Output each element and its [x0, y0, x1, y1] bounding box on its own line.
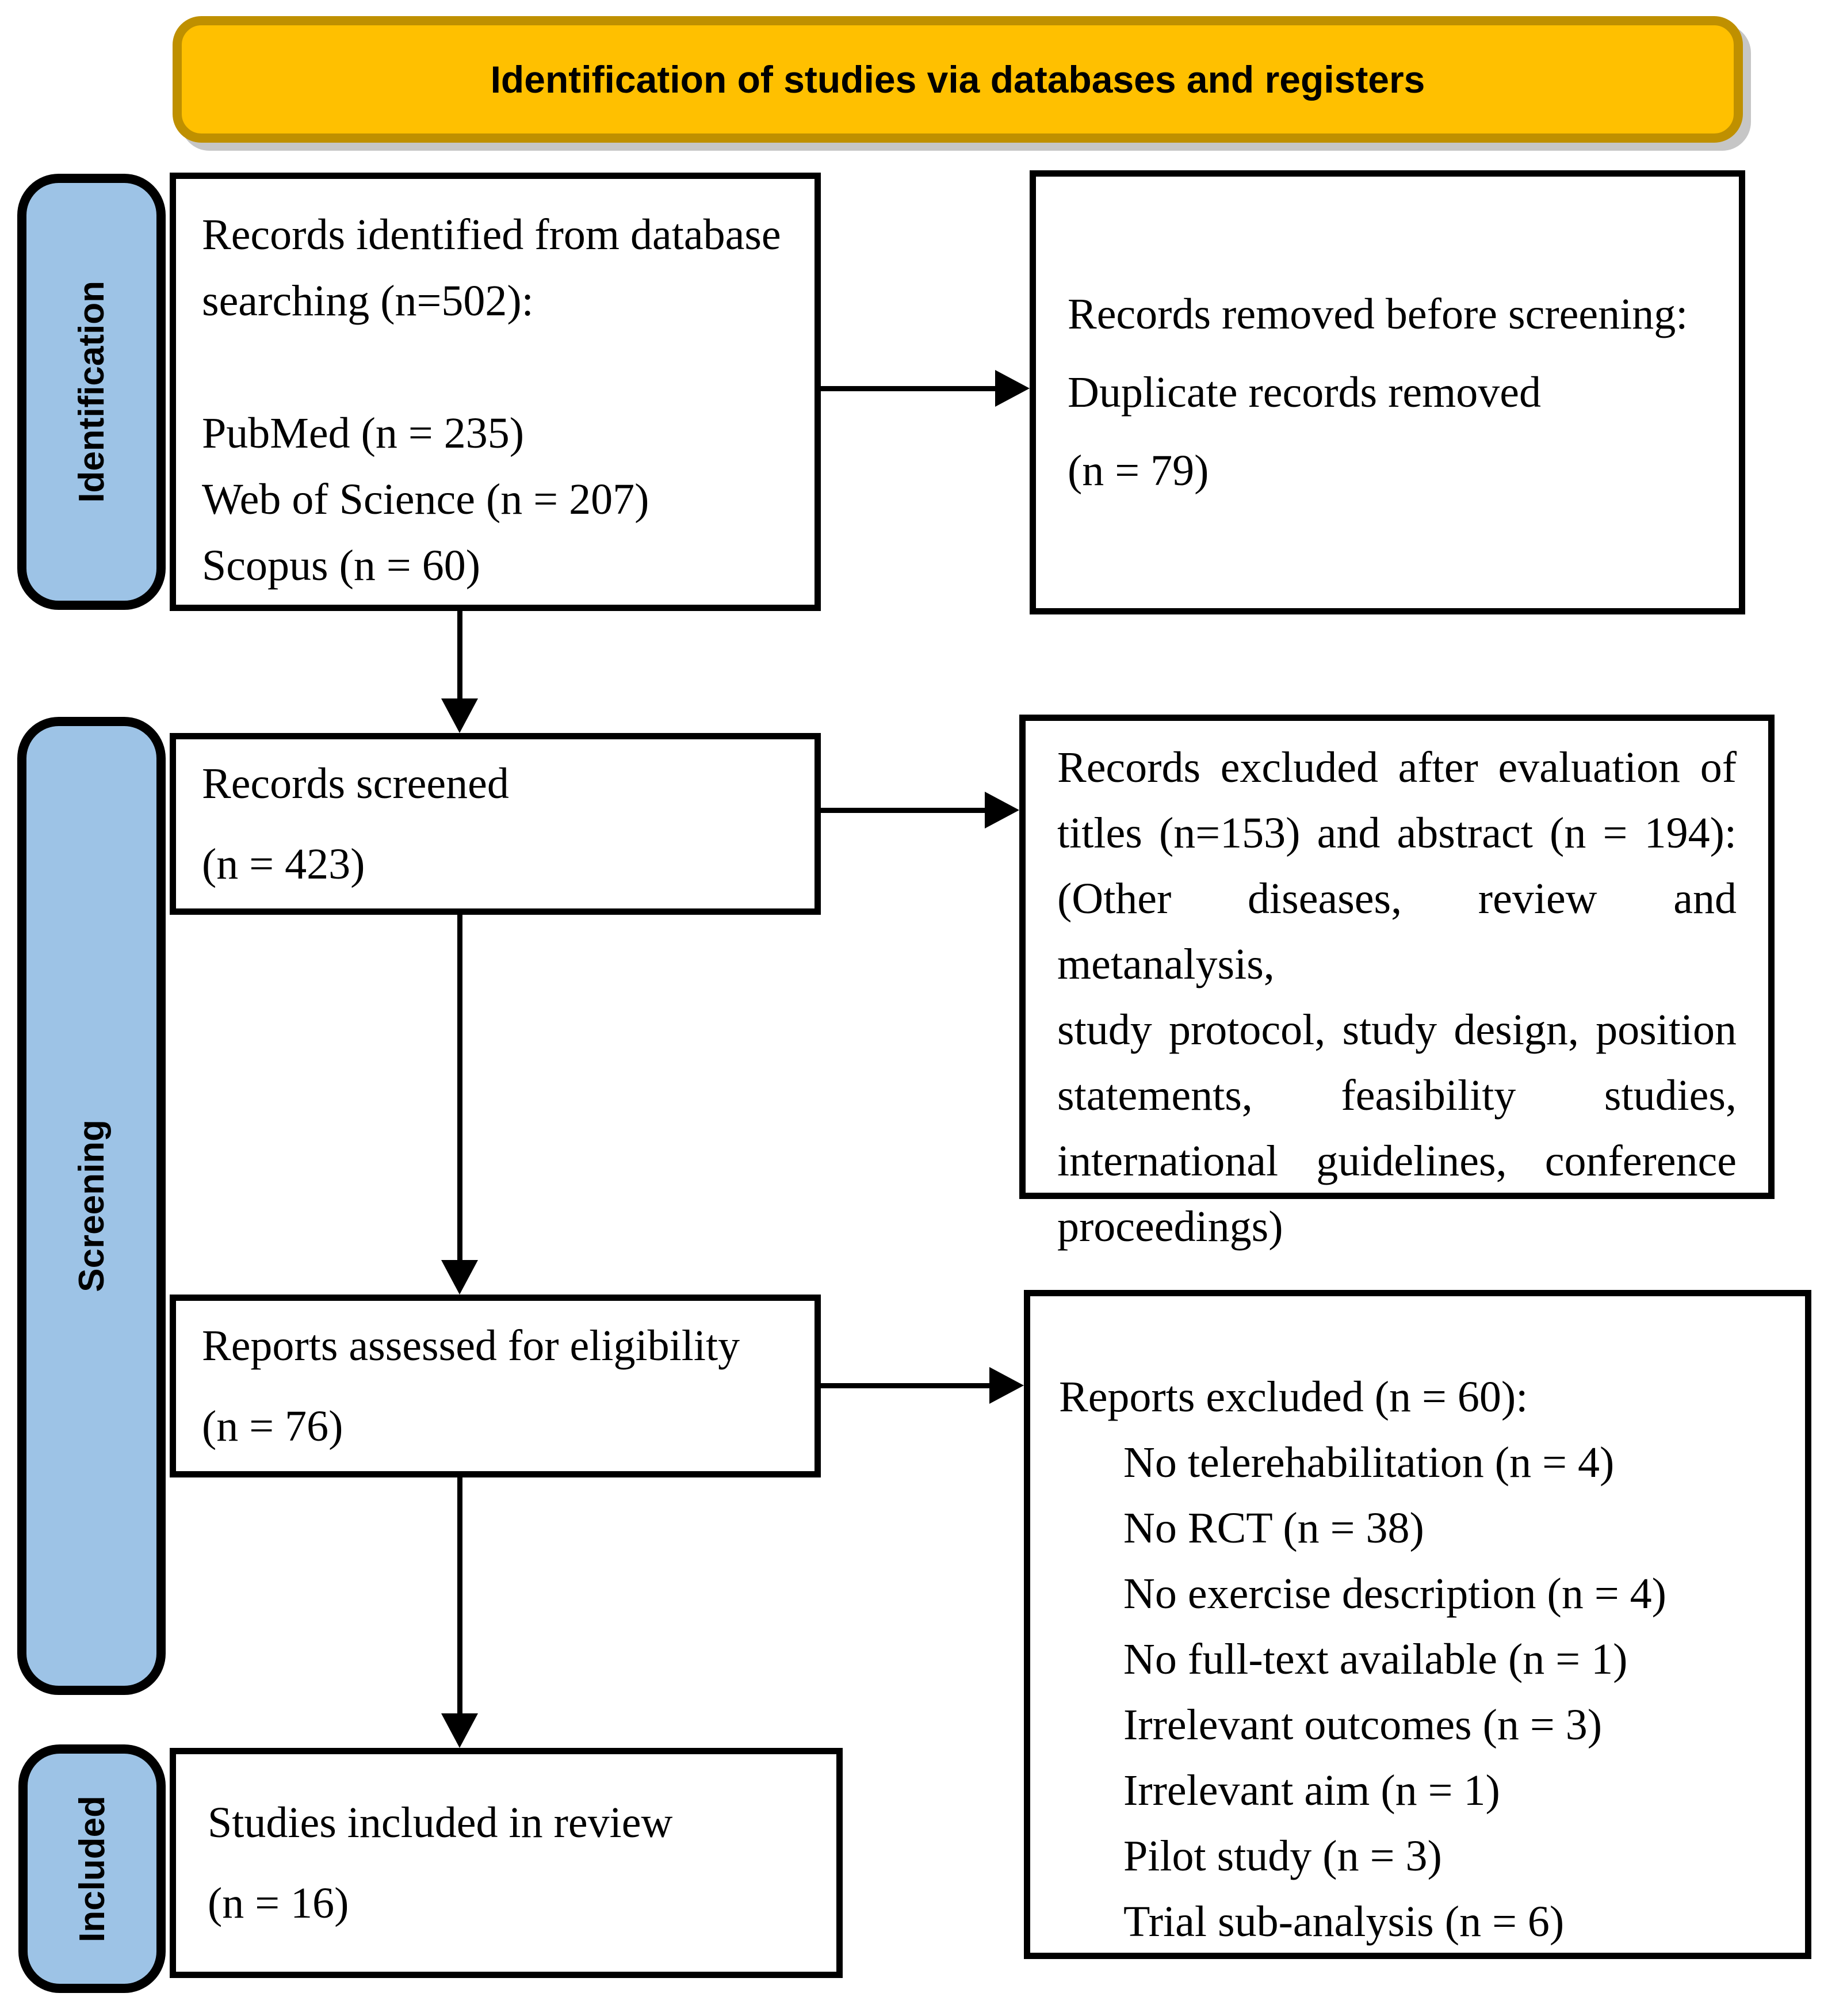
exclusion-reason-item: No exercise description (n = 4)	[1123, 1570, 1666, 1618]
box-line: Duplicate records removed	[1068, 368, 1541, 417]
box-records-excluded-after-evaluation: Records excluded after evaluation of tit…	[1019, 715, 1775, 1251]
arrowhead-right-icon	[995, 370, 1030, 407]
box-line: (n = 76)	[202, 1402, 343, 1450]
box-line: Web of Science (n = 207)	[202, 475, 649, 524]
box-line: Scopus (n = 60)	[202, 541, 481, 590]
exclusion-reason-item: Pilot study (n = 3)	[1123, 1832, 1442, 1880]
box-reports-assessed-for-eligibility: Reports assessed for eligibility (n = 76…	[170, 1295, 821, 1477]
box-line: PubMed (n = 235)	[202, 409, 525, 457]
box-line: Reports assessed for eligibility	[202, 1322, 740, 1370]
exclusion-reason-item: Irrelevant outcomes (n = 3)	[1123, 1701, 1603, 1749]
box-line: searching (n=502):	[202, 277, 534, 325]
sidebar-stage-label: Identification	[71, 281, 112, 503]
box-line: study protocol, study design, position	[1057, 1006, 1737, 1054]
exclusion-reason-item: No full-text available (n = 1)	[1123, 1635, 1628, 1683]
arrow-line	[821, 1383, 991, 1388]
arrowhead-down-icon	[441, 1260, 478, 1295]
arrow-line	[457, 915, 462, 1261]
banner-identification-of-studies: Identification of studies via databases …	[173, 16, 1743, 143]
box-line: (n = 16)	[208, 1879, 349, 1927]
box-line: Records removed before screening:	[1068, 290, 1688, 338]
box-records-identified: Records identified from database searchi…	[170, 173, 821, 611]
arrowhead-down-icon	[441, 698, 478, 733]
exclusion-reason-item: No RCT (n = 38)	[1123, 1504, 1424, 1552]
sidebar-stage-identification: Identification	[17, 174, 166, 610]
exclusion-reason-item: Trial sub-analysis (n = 6)	[1123, 1897, 1565, 1946]
arrow-line	[821, 386, 996, 391]
box-line: titles (n=153) and abstract (n = 194):	[1057, 809, 1737, 857]
exclusion-reason-item: Irrelevant aim (n = 1)	[1123, 1766, 1500, 1815]
arrow-line	[821, 808, 986, 813]
sidebar-stage-label: Included	[72, 1795, 112, 1942]
sidebar-stage-label: Screening	[71, 1120, 112, 1292]
box-line	[202, 334, 789, 400]
box-reports-excluded: Reports excluded (n = 60): No telerehabi…	[1024, 1290, 1811, 1959]
arrow-line	[457, 611, 462, 700]
arrowhead-down-icon	[441, 1713, 478, 1748]
box-line: (Other diseases, review and metanalysis,	[1057, 875, 1737, 988]
box-line: Studies included in review	[208, 1799, 673, 1847]
arrowhead-right-icon	[989, 1367, 1024, 1404]
arrow-line	[457, 1477, 462, 1715]
box-records-removed-before-screening: Records removed before screening: Duplic…	[1030, 170, 1745, 614]
box-line: international guidelines, conference	[1057, 1137, 1737, 1185]
box-line: (n = 423)	[202, 840, 365, 888]
box-line: (n = 79)	[1068, 446, 1209, 495]
exclusion-reason-item: No telerehabilitation (n = 4)	[1123, 1438, 1615, 1487]
box-header-line: Reports excluded (n = 60):	[1059, 1373, 1528, 1421]
box-line: statements, feasibility studies,	[1057, 1071, 1737, 1120]
box-records-screened: Records screened (n = 423)	[170, 733, 821, 915]
box-line: proceedings)	[1057, 1202, 1283, 1251]
banner-label: Identification of studies via databases …	[490, 58, 1425, 101]
box-line: Records screened	[202, 759, 509, 808]
box-line: Records excluded after evaluation of	[1057, 743, 1737, 792]
box-studies-included-in-review: Studies included in review (n = 16)	[170, 1748, 843, 1978]
arrowhead-right-icon	[985, 792, 1019, 828]
box-line: Records identified from database	[202, 211, 781, 259]
sidebar-stage-screening: Screening	[17, 717, 166, 1695]
sidebar-stage-included: Included	[18, 1744, 166, 1993]
